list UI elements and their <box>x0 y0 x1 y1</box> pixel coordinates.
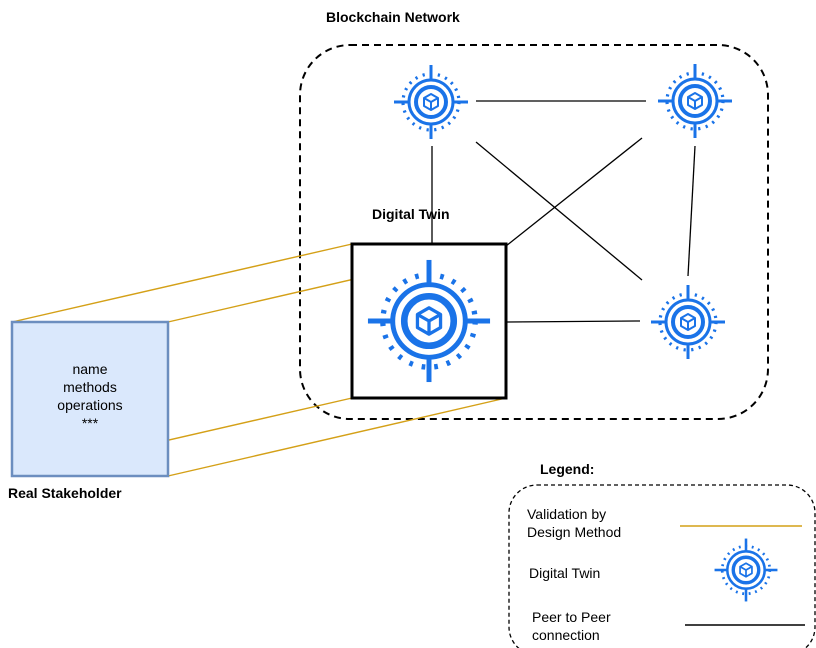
p2p-connection <box>687 145 696 277</box>
stakeholder-attributes: name methods operations *** <box>12 360 168 432</box>
p2p-connections <box>431 100 696 323</box>
attribute-name: name <box>72 361 108 377</box>
legend-p2p-label: Peer to Peer connection <box>532 608 611 644</box>
attribute-more: *** <box>81 415 99 431</box>
stakeholder-title: Real Stakeholder <box>8 485 122 501</box>
digital-twin-node-icon <box>656 62 734 140</box>
p2p-connection <box>505 137 643 247</box>
attribute-methods: methods <box>63 379 117 395</box>
stakeholder-box <box>10 320 170 478</box>
legend-p2p-line1: Peer to Peer <box>532 609 611 625</box>
validation-line <box>167 397 507 477</box>
legend-validation-label: Validation by Design Method <box>527 505 621 541</box>
legend-twin-icon <box>712 536 780 604</box>
network-title: Blockchain Network <box>326 9 460 25</box>
digital-twin-node-icon <box>649 283 727 361</box>
legend-validation-line2: Design Method <box>527 524 622 540</box>
attribute-operations: operations <box>57 397 123 413</box>
legend-p2p-line2: connection <box>532 627 600 643</box>
network-boundary <box>299 44 769 420</box>
legend-twin-label: Digital Twin <box>529 565 601 581</box>
validation-line <box>11 243 353 323</box>
p2p-connection <box>475 141 643 281</box>
digital-twin-title: Digital Twin <box>372 206 450 222</box>
digital-twin-node-icon <box>392 63 470 141</box>
legend-validation-line1: Validation by <box>527 506 607 522</box>
legend-box <box>508 484 816 648</box>
p2p-connection <box>505 320 641 323</box>
legend-title: Legend: <box>540 461 595 477</box>
